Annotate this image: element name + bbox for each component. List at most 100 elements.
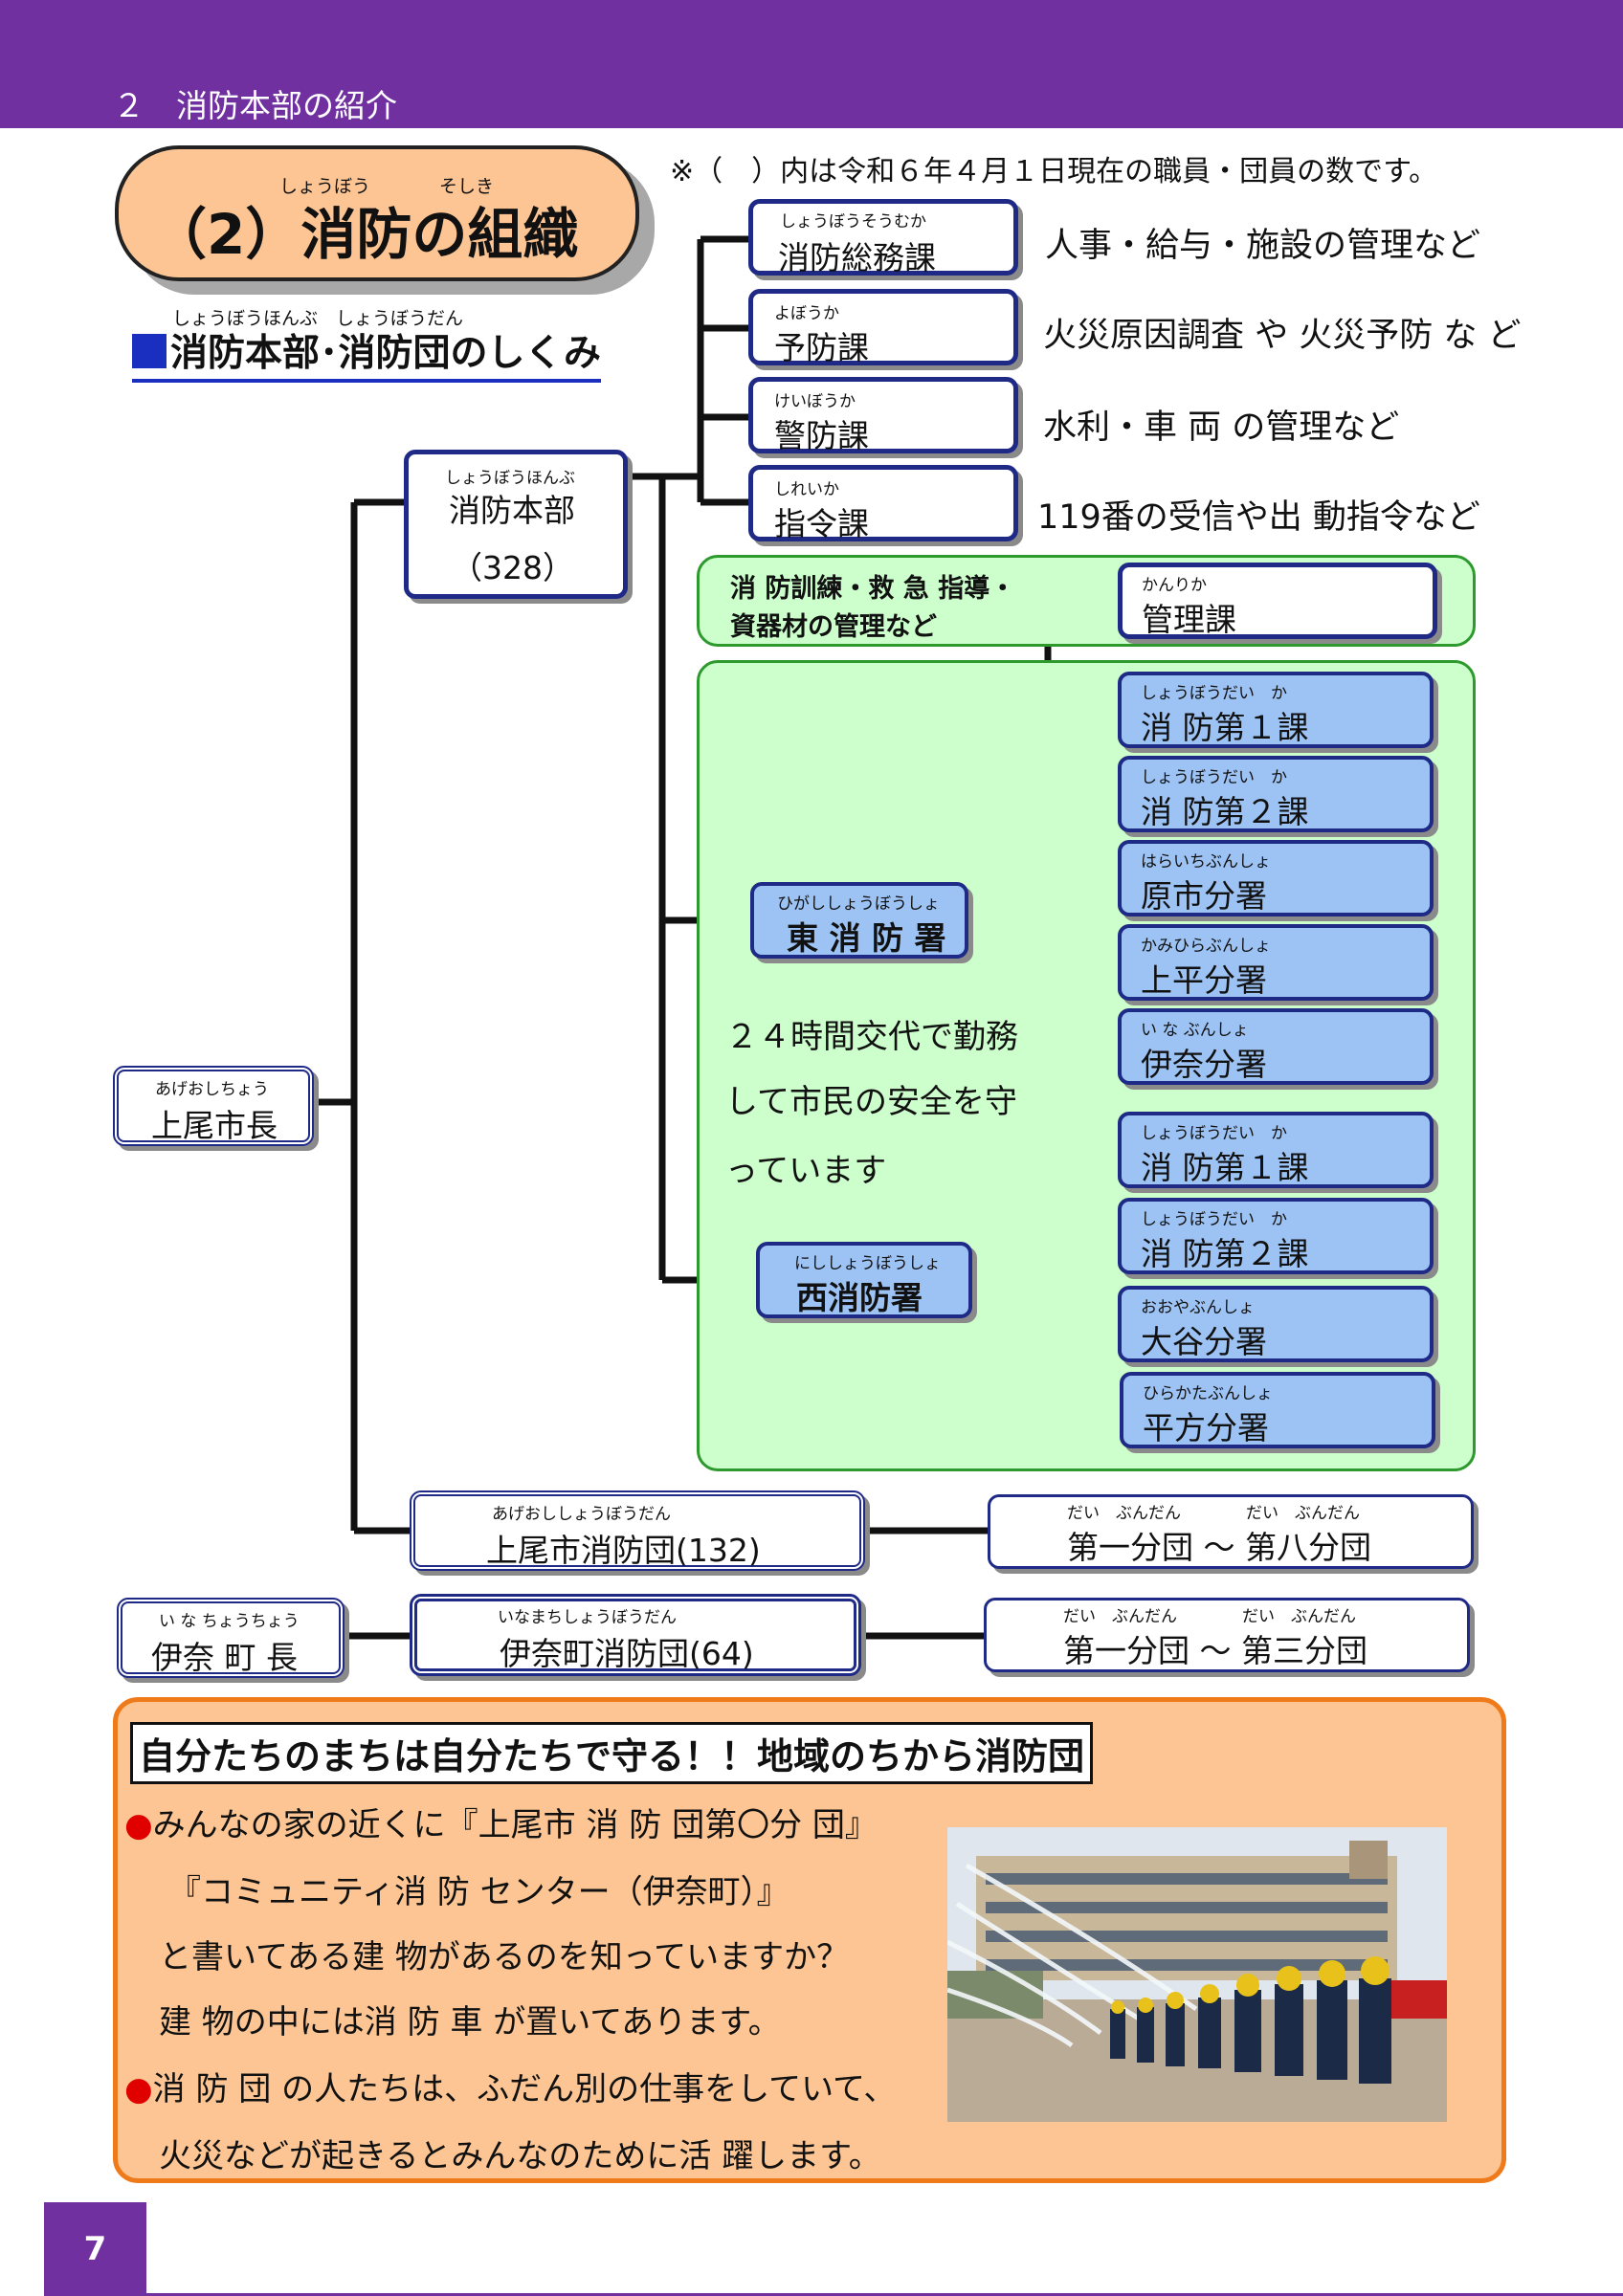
- division-desc: 火災原因調査 や 火災予防 な ど: [1043, 317, 1522, 355]
- unit-box: はらいちぶんしょ 原市分署: [1118, 840, 1434, 916]
- bullet-1-text: みんなの家の近くに『上尾市 消 防 団第〇分 団』: [152, 1806, 878, 1844]
- header-bar: ２ 消防本部の紹介: [0, 0, 1623, 128]
- ina-mayor-label: 伊奈 町 長: [151, 1639, 298, 1676]
- firefighters-drill-photo: [947, 1827, 1447, 2122]
- station-label: 東 消 防 署: [787, 919, 946, 957]
- division-box: けいぼうか 警防課: [748, 377, 1018, 454]
- hq-count: （328）: [451, 549, 574, 586]
- division-box: しれいか 指令課: [748, 465, 1018, 542]
- bullet-icon: ●: [124, 2070, 153, 2108]
- unit-box: ひらかたぶんしょ 平方分署: [1120, 1372, 1435, 1448]
- section-title: ２ 消防本部の紹介: [113, 87, 397, 124]
- unit-ruby: しょうぼうだい か: [1141, 1124, 1287, 1143]
- unit-box: かんりか 管理課: [1118, 563, 1437, 639]
- bullet-icon: ●: [124, 1806, 153, 1844]
- corps-ruby: いなまちしょうぼうだん: [498, 1608, 677, 1627]
- division-desc: 119番の受信や出 動指令など: [1037, 498, 1480, 537]
- unit-label: 消 防第１課: [1141, 709, 1309, 746]
- unit-label: 伊奈分署: [1141, 1046, 1267, 1083]
- subtitle: 消防本部･消防団のしくみ: [132, 323, 602, 383]
- unit-box: おおやぶんしょ 大谷分署: [1118, 1286, 1434, 1362]
- station-label: 西消防署: [796, 1279, 923, 1316]
- ina-corps-box: いなまちしょうぼうだん 伊奈町消防団(64): [410, 1594, 861, 1676]
- unit-box: しょうぼうだい か 消 防第１課: [1118, 672, 1434, 748]
- west-station-box: にししょうぼうしょ 西消防署: [756, 1242, 972, 1318]
- ina-mayor-box: い な ちょうちょう 伊奈 町 長: [117, 1598, 345, 1678]
- division-desc: 水利・車 両 の管理など: [1043, 408, 1400, 447]
- subtitle-ruby: しょうぼうほんぶ しょうぼうだん: [172, 308, 464, 329]
- unit-label: 消 防第１課: [1141, 1149, 1309, 1186]
- bullet-1-line-4: 建 物の中には消 防 車 が置いてあります。: [159, 2003, 781, 2042]
- unit-label: 消 防第２課: [1141, 793, 1309, 830]
- unit-ruby: しょうぼうだい か: [1141, 768, 1287, 787]
- division-ruby: けいぼうか: [774, 392, 856, 411]
- bullet-2-line-1: ●消 防 団 の人たちは、ふだん別の仕事をしていて、: [124, 2063, 896, 2109]
- branches-label: 第一分団 〜 第三分団: [1063, 1632, 1367, 1669]
- unit-ruby: しょうぼうだい か: [1141, 684, 1287, 703]
- shift-note-line-3: っています: [725, 1152, 887, 1190]
- branches-ruby: だい ぶんだん だい ぶんだん: [1067, 1504, 1360, 1523]
- staff-count-note: ※（ ）内は令和６年４月１日現在の職員・団員の数です。: [670, 155, 1438, 188]
- unit-ruby: かんりか: [1142, 576, 1207, 595]
- branches-box: だい ぶんだん だい ぶんだん 第一分団 〜 第三分団: [984, 1598, 1470, 1672]
- title-ruby-1: しょうぼう: [279, 176, 371, 197]
- branches-ruby: だい ぶんだん だい ぶんだん: [1063, 1607, 1356, 1626]
- east-station-box: ひがししょうぼうしょ 東 消 防 署: [750, 882, 968, 959]
- unit-label: 上平分署: [1141, 961, 1267, 999]
- page-number: 7: [44, 2202, 146, 2296]
- station-ruby: ひがししょうぼうしょ: [777, 894, 940, 914]
- branches-label: 第一分団 〜 第八分団: [1067, 1529, 1371, 1566]
- corps-label: 伊奈町消防団(64): [500, 1635, 754, 1672]
- bullet-1-line-3: と書いてある建 物があるのを知っていますか？: [159, 1938, 850, 1976]
- station-ruby: にししょうぼうしょ: [794, 1254, 941, 1273]
- hq-box: しょうぼうほんぶ 消防本部 （328）: [404, 450, 628, 599]
- unit-ruby: しょうぼうだい か: [1141, 1210, 1287, 1229]
- training-text-2: 資器材の管理など: [730, 612, 937, 642]
- bullet-2-line-2: 火災などが起きるとみんなのために活 躍します。: [159, 2137, 881, 2175]
- ina-mayor-ruby: い な ちょうちょう: [159, 1612, 300, 1631]
- division-ruby: しれいか: [774, 480, 839, 499]
- unit-ruby: はらいちぶんしょ: [1141, 852, 1271, 872]
- bullet-2-text: 消 防 団 の人たちは、ふだん別の仕事をしていて、: [152, 2070, 897, 2108]
- unit-label: 大谷分署: [1141, 1323, 1267, 1360]
- unit-box: しょうぼうだい か 消 防第２課: [1118, 1198, 1434, 1274]
- bullet-1-line-2: 『コミュニティ消 防 センター（伊奈町）』: [168, 1873, 789, 1911]
- unit-box: い な ぶんしょ 伊奈分署: [1118, 1008, 1434, 1085]
- ageo-corps-box: あげおししょうぼうだん 上尾市消防団(132): [410, 1490, 865, 1571]
- section-heading: しょうぼう そしき （2）消防の組織: [115, 145, 639, 281]
- unit-ruby: ひらかたぶんしょ: [1143, 1384, 1273, 1403]
- unit-label: 管理課: [1142, 601, 1236, 638]
- unit-ruby: い な ぶんしょ: [1141, 1021, 1249, 1040]
- division-ruby: よぼうか: [774, 304, 839, 323]
- title-ruby-2: そしき: [439, 176, 495, 197]
- footer-rule: [146, 2293, 1623, 2296]
- mayor-box: あげおしちょう 上尾市長: [113, 1066, 314, 1146]
- division-label: 消防総務課: [778, 239, 936, 276]
- division-desc: 人事・給与・施設の管理など: [1045, 227, 1481, 265]
- shift-note-line-2: して市民の安全を守: [725, 1083, 1017, 1121]
- division-label: 警防課: [774, 417, 869, 454]
- slogan: 自分たちのまちは自分たちで守る！！地域のちから消防団: [130, 1722, 1094, 1784]
- division-box: よぼうか 予防課: [748, 289, 1018, 366]
- unit-label: 平方分署: [1143, 1409, 1269, 1446]
- subtitle-text: 消防本部･消防団のしくみ: [170, 332, 602, 375]
- square-icon: [132, 334, 167, 368]
- branches-box: だい ぶんだん だい ぶんだん 第一分団 〜 第八分団: [988, 1494, 1474, 1569]
- unit-label: 原市分署: [1141, 877, 1267, 915]
- hq-label: 消防本部: [449, 492, 575, 529]
- page-title: （2）消防の組織: [151, 202, 579, 267]
- training-text-1: 消 防訓練・救 急 指導・: [730, 574, 1016, 604]
- mayor-label: 上尾市長: [151, 1107, 278, 1144]
- division-label: 指令課: [774, 505, 869, 542]
- division-label: 予防課: [774, 329, 869, 366]
- bullet-1-line-1: ●みんなの家の近くに『上尾市 消 防 団第〇分 団』: [124, 1799, 878, 1845]
- shift-note-line-1: ２４時間交代で勤務: [725, 1018, 1018, 1056]
- unit-ruby: かみひらぶんしょ: [1141, 937, 1271, 956]
- unit-box: しょうぼうだい か 消 防第１課: [1118, 1112, 1434, 1188]
- corps-ruby: あげおししょうぼうだん: [492, 1505, 671, 1524]
- unit-label: 消 防第２課: [1141, 1235, 1309, 1272]
- unit-ruby: おおやぶんしょ: [1141, 1298, 1255, 1317]
- unit-box: しょうぼうだい か 消 防第２課: [1118, 756, 1434, 832]
- corps-label: 上尾市消防団(132): [486, 1532, 761, 1569]
- mayor-ruby: あげおしちょう: [155, 1080, 269, 1099]
